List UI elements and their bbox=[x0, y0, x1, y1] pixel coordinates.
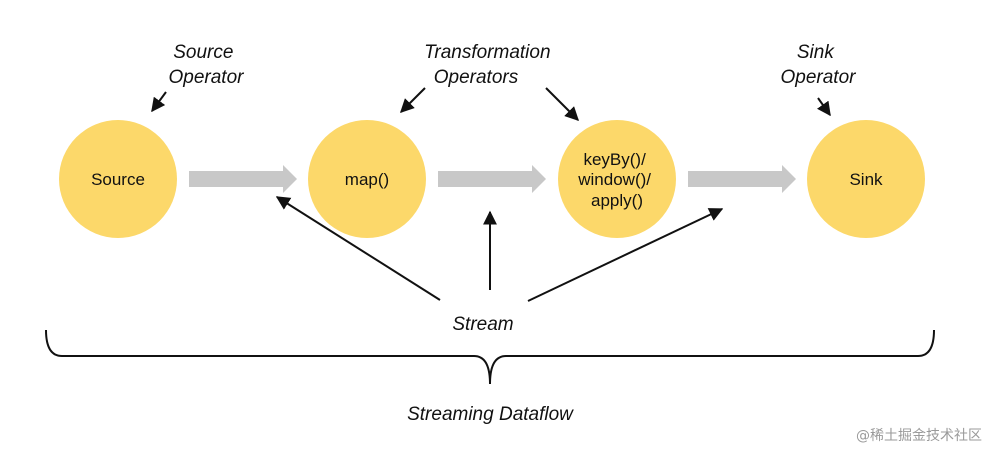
stream-label: Stream bbox=[452, 314, 513, 335]
flow-arrow-source-to-map bbox=[189, 165, 297, 193]
sink-operator-label-line1: Sink bbox=[797, 42, 835, 63]
dataflow-brace bbox=[45, 329, 935, 385]
source-operator-label-line2: Operator bbox=[169, 67, 245, 88]
transformation-to-map-pointer bbox=[400, 87, 426, 113]
node-map: map() bbox=[308, 120, 426, 238]
node-sink-label: Sink bbox=[849, 170, 883, 189]
node-map-circle bbox=[308, 120, 426, 238]
node-keyby-circle bbox=[558, 120, 676, 238]
source-operator-label: Source Operator bbox=[169, 42, 245, 88]
node-keyby-label: keyBy()/ window()/ apply() bbox=[577, 150, 655, 210]
node-sink: Sink bbox=[807, 120, 925, 238]
stream-pointer-right bbox=[527, 208, 724, 302]
transformation-operators-label: Transformation Operators bbox=[424, 42, 556, 88]
sink-operator-label-line2: Operator bbox=[781, 67, 857, 88]
flow-arrow-map-to-keyby bbox=[438, 165, 546, 193]
watermark-text: @稀土掘金技术社区 bbox=[856, 428, 982, 444]
node-source-circle bbox=[59, 120, 177, 238]
source-operator-label-line1: Source bbox=[173, 42, 233, 63]
node-sink-label-line1: Sink bbox=[849, 170, 883, 189]
transformation-to-keyby-pointer bbox=[545, 87, 579, 121]
transformation-operators-label-line1: Transformation bbox=[424, 42, 550, 63]
sink-operator-pointer bbox=[817, 97, 831, 117]
node-map-label-line1: map() bbox=[345, 170, 389, 189]
source-operator-pointer bbox=[151, 91, 167, 113]
node-source-label-line1: Source bbox=[91, 170, 145, 189]
node-source: Source bbox=[59, 120, 177, 238]
stream-pointer-left bbox=[275, 196, 441, 301]
node-source-label: Source bbox=[91, 170, 145, 189]
node-keyby-label-line1: keyBy()/ bbox=[583, 150, 646, 169]
streaming-dataflow-label: Streaming Dataflow bbox=[407, 404, 574, 425]
node-keyby: keyBy()/ window()/ apply() bbox=[558, 120, 676, 238]
transformation-operators-label-line2: Operators bbox=[434, 67, 519, 88]
flow-arrow-keyby-to-sink bbox=[688, 165, 796, 193]
sink-operator-label: Sink Operator bbox=[781, 42, 857, 88]
node-sink-circle bbox=[807, 120, 925, 238]
node-keyby-label-line3: apply() bbox=[591, 191, 643, 210]
node-keyby-label-line2: window()/ bbox=[577, 170, 651, 189]
node-map-label: map() bbox=[345, 170, 389, 189]
